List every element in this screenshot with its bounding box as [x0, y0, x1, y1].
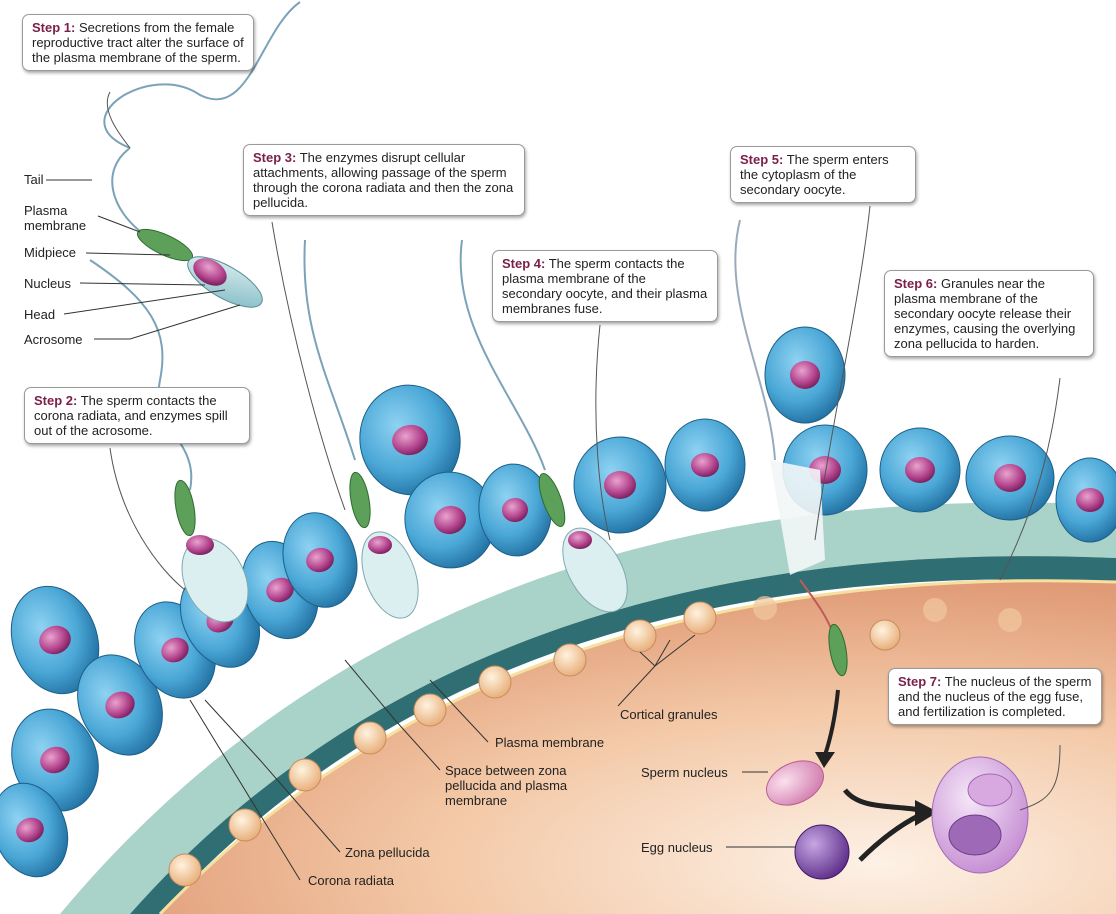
- step-5-label: Step 5:: [740, 152, 784, 167]
- step-5-callout: Step 5: The sperm enters the cytoplasm o…: [730, 146, 916, 203]
- step-7-callout: Step 7: The nucleus of the sperm and the…: [888, 668, 1102, 725]
- label-space-between: Space between zona pellucida and plasma …: [445, 763, 568, 808]
- sperm-step5: [734, 219, 848, 768]
- step-1-text: Secretions from the female reproductive …: [32, 20, 244, 65]
- label-cortical-granules: Cortical granules: [620, 707, 718, 722]
- fusion-group: [766, 756, 1029, 880]
- perivitelline-space: [130, 556, 1116, 914]
- step-3-callout: Step 3: The enzymes disrupt cellular att…: [243, 144, 525, 216]
- sperm-step4: [459, 239, 628, 613]
- label-acrosome: Acrosome: [24, 332, 83, 347]
- label-midpiece: Midpiece: [24, 245, 77, 260]
- step-4-label: Step 4:: [502, 256, 546, 271]
- label-plasma-membrane: Plasma membrane: [495, 735, 605, 750]
- step-2-callout: Step 2: The sperm contacts the corona ra…: [24, 387, 250, 444]
- label-zona-pellucida: Zona pellucida: [345, 845, 430, 860]
- label-leaders: [46, 179, 796, 881]
- step-6-callout: Step 6: Granules near the plasma membran…: [884, 270, 1094, 357]
- step-7-label: Step 7:: [898, 674, 942, 689]
- cortical-granules: [168, 596, 1022, 887]
- label-sperm-nucleus: Sperm nucleus: [641, 765, 728, 780]
- step-2-label: Step 2:: [34, 393, 78, 408]
- step-4-callout: Step 4: The sperm contacts the plasma me…: [492, 250, 718, 322]
- step-6-text: Granules near the plasma membrane of the…: [894, 276, 1076, 351]
- step-4-text: The sperm contacts the plasma membrane o…: [502, 256, 708, 316]
- label-egg-nucleus: Egg nucleus: [641, 840, 713, 855]
- step-1-callout: Step 1: Secretions from the female repro…: [22, 14, 254, 71]
- label-head: Head: [24, 307, 56, 322]
- step-3-text: The enzymes disrupt cellular attachments…: [253, 150, 514, 210]
- callout-pointers: [106, 91, 1061, 811]
- label-nucleus: Nucleus: [24, 276, 71, 291]
- label-tail: Tail: [24, 172, 44, 187]
- corona-radiata-cells: [0, 326, 1116, 878]
- label-sperm-plasma-membrane: Plasma membrane: [24, 203, 87, 233]
- step-7-text: The nucleus of the sperm and the nucleus…: [898, 674, 1092, 719]
- step-3-label: Step 3:: [253, 150, 297, 165]
- sperm-step3: [303, 239, 419, 619]
- step-1-label: Step 1:: [32, 20, 76, 35]
- step-6-label: Step 6:: [894, 276, 938, 291]
- oocyte-cytoplasm: [160, 578, 1116, 914]
- step-5-text: The sperm enters the cytoplasm of the se…: [740, 152, 889, 197]
- sperm-free: [103, 1, 301, 308]
- label-corona-radiata: Corona radiata: [308, 873, 394, 888]
- sperm-step2: [89, 259, 249, 623]
- step-2-text: The sperm contacts the corona radiata, a…: [34, 393, 228, 438]
